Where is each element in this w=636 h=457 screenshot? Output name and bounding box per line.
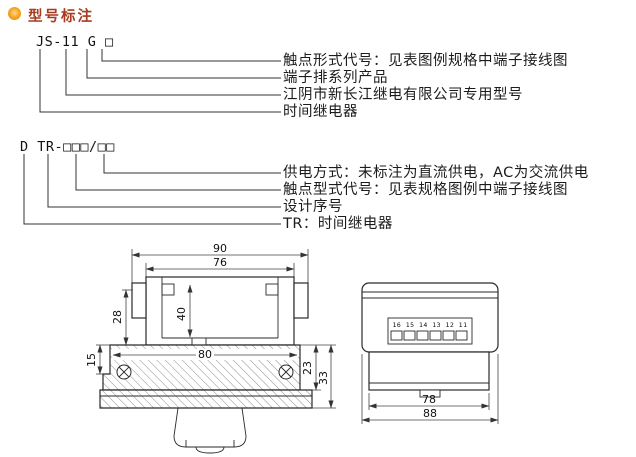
leader-lines: [23, 49, 281, 225]
model1-label-time-relay: 时间继电器: [283, 104, 358, 120]
leader-line: [65, 49, 281, 96]
leader-line: [103, 154, 281, 174]
leader-line: [47, 154, 281, 208]
dim-88-label: 88: [423, 407, 437, 420]
terminal-label-strip: [387, 317, 473, 345]
terminal-windows: [390, 330, 468, 341]
dimension-drawings: 90 76 40: [85, 242, 499, 454]
relay-body: [131, 276, 309, 348]
dim-80-label-bg: [196, 349, 214, 360]
section-title: 型号标注: [28, 9, 94, 25]
dim-76-label: 76: [213, 256, 227, 269]
terminal-numbers: 16 15 14 13 12 11: [392, 321, 467, 329]
leader-line: [23, 154, 281, 225]
section-bullet-icon: [8, 7, 21, 20]
dim-78-label: 78: [422, 393, 436, 406]
dim-40-label: 40: [175, 307, 188, 321]
model2-label-power-supply: 供电方式：未标注为直流供电，AC为交流供电: [283, 165, 589, 181]
model1-code: JS-11 G □: [36, 34, 114, 50]
model2-code: D TR-□□□/□□: [20, 139, 115, 155]
dim-80-label: 80: [198, 348, 212, 361]
dim-90-label: 90: [213, 242, 227, 255]
dim-lines-left: [96, 289, 133, 375]
leader-line: [101, 49, 281, 62]
side-view-drawing: 90 76 40: [85, 242, 336, 454]
dim-lines-front: [361, 354, 499, 424]
model1-label-company-model: 江阴市新长江继电有限公司专用型号: [283, 87, 523, 103]
dim-23-label: 23: [301, 361, 314, 375]
model1-label-terminal-series: 端子排系列产品: [283, 70, 388, 86]
front-view-drawing: 16 15 14 13 12 11 78 88: [361, 282, 499, 424]
model1-label-contact-code: 触点形式代号：见表图例规格中端子接线图: [283, 53, 568, 69]
model2-label-contact-code: 触点型式代号：见表规格图例中端子接线图: [283, 182, 568, 198]
mounting-screw-right-icon: [278, 364, 294, 380]
dim-33-label: 33: [317, 371, 330, 385]
mounting-screw-left-icon: [116, 364, 132, 380]
rail-clip: [173, 407, 247, 454]
leader-line: [86, 49, 281, 79]
model2-label-design-serial: 设计序号: [283, 199, 343, 215]
dim-lines-top: [131, 249, 309, 283]
din-rail: [99, 389, 313, 409]
dim-15-label: 15: [85, 353, 98, 367]
dim-28-label: 28: [111, 310, 124, 324]
leader-line: [39, 49, 281, 113]
leader-line: [75, 154, 281, 191]
model2-label-tr-meaning: TR：时间继电器: [283, 216, 393, 232]
